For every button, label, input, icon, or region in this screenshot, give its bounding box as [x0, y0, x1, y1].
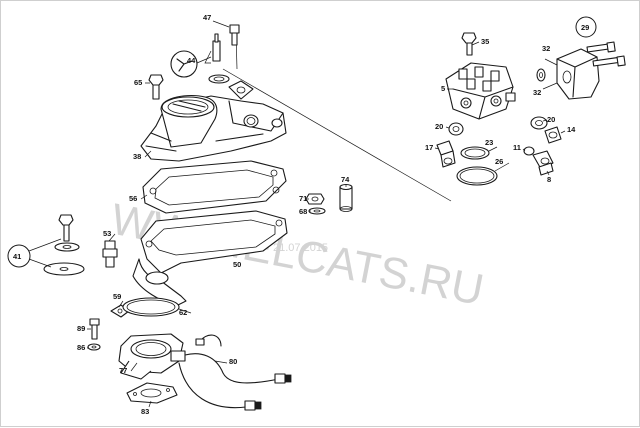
gasket-56	[142, 160, 287, 214]
callout-20-left: 20	[435, 122, 443, 131]
gasket-83	[126, 382, 178, 404]
fitting-8	[532, 150, 554, 176]
callout-11: 11	[513, 143, 521, 152]
callout-68: 68	[299, 207, 307, 216]
callout-47: 47	[203, 13, 211, 22]
callout-38: 38	[133, 152, 141, 161]
control-module-5	[445, 62, 516, 120]
callout-20-right: 20	[547, 115, 555, 124]
callout-8: 8	[547, 175, 551, 184]
fitting-11	[523, 146, 535, 156]
bolt-washer-group-41	[28, 214, 85, 276]
fitting-17	[436, 140, 456, 168]
callout-5: 5	[441, 84, 445, 93]
callout-41-circle	[7, 244, 31, 268]
fitting-14	[544, 126, 562, 144]
fitting-53	[102, 240, 118, 268]
callout-59: 59	[113, 292, 121, 301]
nut-71	[305, 193, 325, 205]
sleeve-74	[339, 183, 353, 212]
seal-20-left	[448, 122, 464, 136]
bolt-89	[89, 318, 100, 340]
callout-83: 83	[141, 407, 149, 416]
watermark-date: 21.07.2015	[273, 242, 328, 254]
o-ring-23	[460, 146, 490, 160]
seal-20-right	[530, 116, 548, 130]
callout-62: 62	[179, 308, 187, 317]
bolt-35	[461, 32, 477, 56]
assembly-line	[222, 68, 452, 202]
callout-77: 77	[119, 366, 127, 375]
bolt-65	[148, 74, 164, 100]
callout-32-bottom: 32	[533, 88, 541, 97]
cable-harness-80	[178, 334, 292, 411]
throttle-housing-38	[140, 80, 287, 162]
washer-68	[308, 207, 326, 215]
callout-89: 89	[77, 324, 85, 333]
o-ring-26	[456, 166, 498, 186]
callout-71: 71	[299, 194, 307, 203]
callout-74: 74	[341, 175, 350, 184]
callout-29: 29	[581, 23, 589, 32]
callout-50: 50	[233, 260, 241, 269]
throttle-body-77	[118, 333, 186, 380]
callout-41: 41	[13, 252, 21, 261]
callout-26: 26	[495, 157, 503, 166]
callout-56: 56	[129, 194, 137, 203]
callout-17: 17	[425, 143, 433, 152]
ring-clamp-62	[122, 297, 180, 317]
callout-53: 53	[103, 229, 111, 238]
bolt-47	[229, 24, 240, 46]
callout-23: 23	[485, 138, 493, 147]
actuator-29	[536, 41, 626, 100]
callout-35: 35	[481, 37, 489, 46]
callout-65: 65	[134, 78, 142, 87]
intake-adapter-50	[132, 210, 288, 307]
callout-44: 44	[187, 56, 196, 65]
sensor-44	[170, 33, 230, 84]
washer-86	[87, 343, 101, 351]
callout-80: 80	[229, 357, 237, 366]
callout-14: 14	[567, 125, 576, 134]
callout-86: 86	[77, 343, 85, 352]
callout-29-circle	[575, 16, 597, 38]
callout-32-top: 32	[542, 44, 550, 53]
